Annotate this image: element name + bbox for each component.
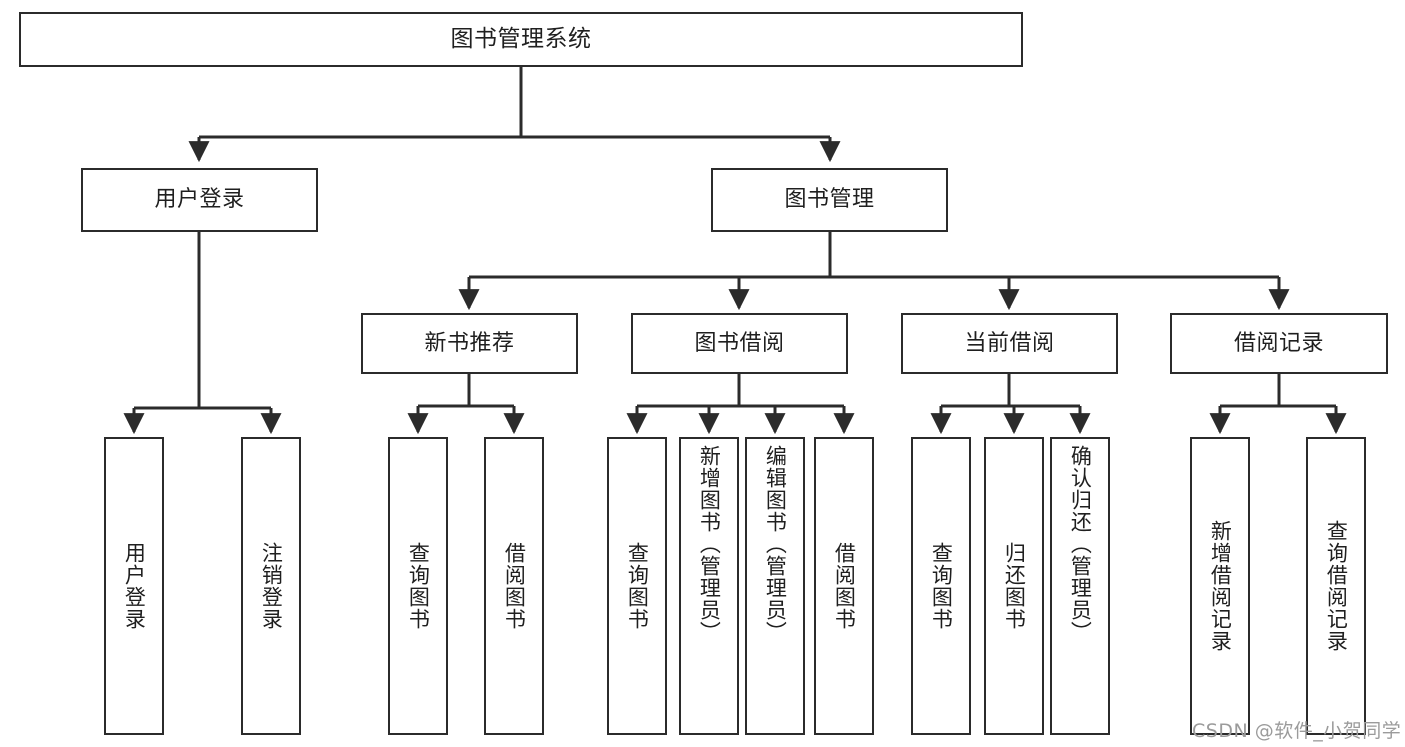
leaf-edit-book[interactable]: 编辑图书（管理员） (745, 437, 805, 735)
leaf-borrow-book-2[interactable]: 借阅图书 (814, 437, 874, 735)
leaf-query-book-1-label: 查询图书 (406, 542, 431, 630)
watermark: CSDN @软件_小贺同学 (1192, 720, 1402, 742)
leaf-query-book-2[interactable]: 查询图书 (607, 437, 667, 735)
leaf-confirm-return-label: 确认归还（管理员） (1068, 445, 1093, 643)
leaf-confirm-return[interactable]: 确认归还（管理员） (1050, 437, 1110, 735)
leaf-query-book-1[interactable]: 查询图书 (388, 437, 448, 735)
node-borrow-record-label: 借阅记录 (1233, 330, 1324, 356)
node-book-management-label: 图书管理 (784, 187, 875, 213)
leaf-add-record-label: 新增借阅记录 (1208, 520, 1233, 652)
leaf-query-record-label: 查询借阅记录 (1324, 520, 1349, 652)
leaf-return-book-label: 归还图书 (1002, 542, 1027, 630)
node-user-login-label: 用户登录 (154, 187, 245, 213)
leaf-user-login[interactable]: 用户登录 (104, 437, 164, 735)
node-book-borrow-label: 图书借阅 (694, 330, 785, 356)
node-user-login[interactable]: 用户登录 (81, 168, 318, 232)
node-book-borrow[interactable]: 图书借阅 (631, 313, 848, 374)
leaf-add-record[interactable]: 新增借阅记录 (1190, 437, 1250, 735)
node-new-book-recommend[interactable]: 新书推荐 (361, 313, 578, 374)
leaf-query-book-2-label: 查询图书 (625, 542, 650, 630)
leaf-user-login-label: 用户登录 (122, 542, 147, 630)
node-new-book-recommend-label: 新书推荐 (424, 330, 515, 356)
leaf-user-logout[interactable]: 注销登录 (241, 437, 301, 735)
leaf-add-book[interactable]: 新增图书（管理员） (679, 437, 739, 735)
leaf-return-book[interactable]: 归还图书 (984, 437, 1044, 735)
leaf-borrow-book-2-label: 借阅图书 (832, 542, 857, 630)
leaf-query-book-3-label: 查询图书 (929, 542, 954, 630)
leaf-edit-book-label: 编辑图书（管理员） (763, 445, 788, 643)
leaf-query-record[interactable]: 查询借阅记录 (1306, 437, 1366, 735)
node-root[interactable]: 图书管理系统 (19, 12, 1023, 67)
node-book-management[interactable]: 图书管理 (711, 168, 948, 232)
leaf-user-logout-label: 注销登录 (259, 542, 284, 630)
node-borrow-record[interactable]: 借阅记录 (1170, 313, 1388, 374)
leaf-borrow-book-1[interactable]: 借阅图书 (484, 437, 544, 735)
node-current-borrow[interactable]: 当前借阅 (901, 313, 1118, 374)
node-root-label: 图书管理系统 (450, 26, 592, 53)
leaf-query-book-3[interactable]: 查询图书 (911, 437, 971, 735)
leaf-borrow-book-1-label: 借阅图书 (502, 542, 527, 630)
node-current-borrow-label: 当前借阅 (964, 330, 1055, 356)
leaf-add-book-label: 新增图书（管理员） (697, 445, 722, 643)
